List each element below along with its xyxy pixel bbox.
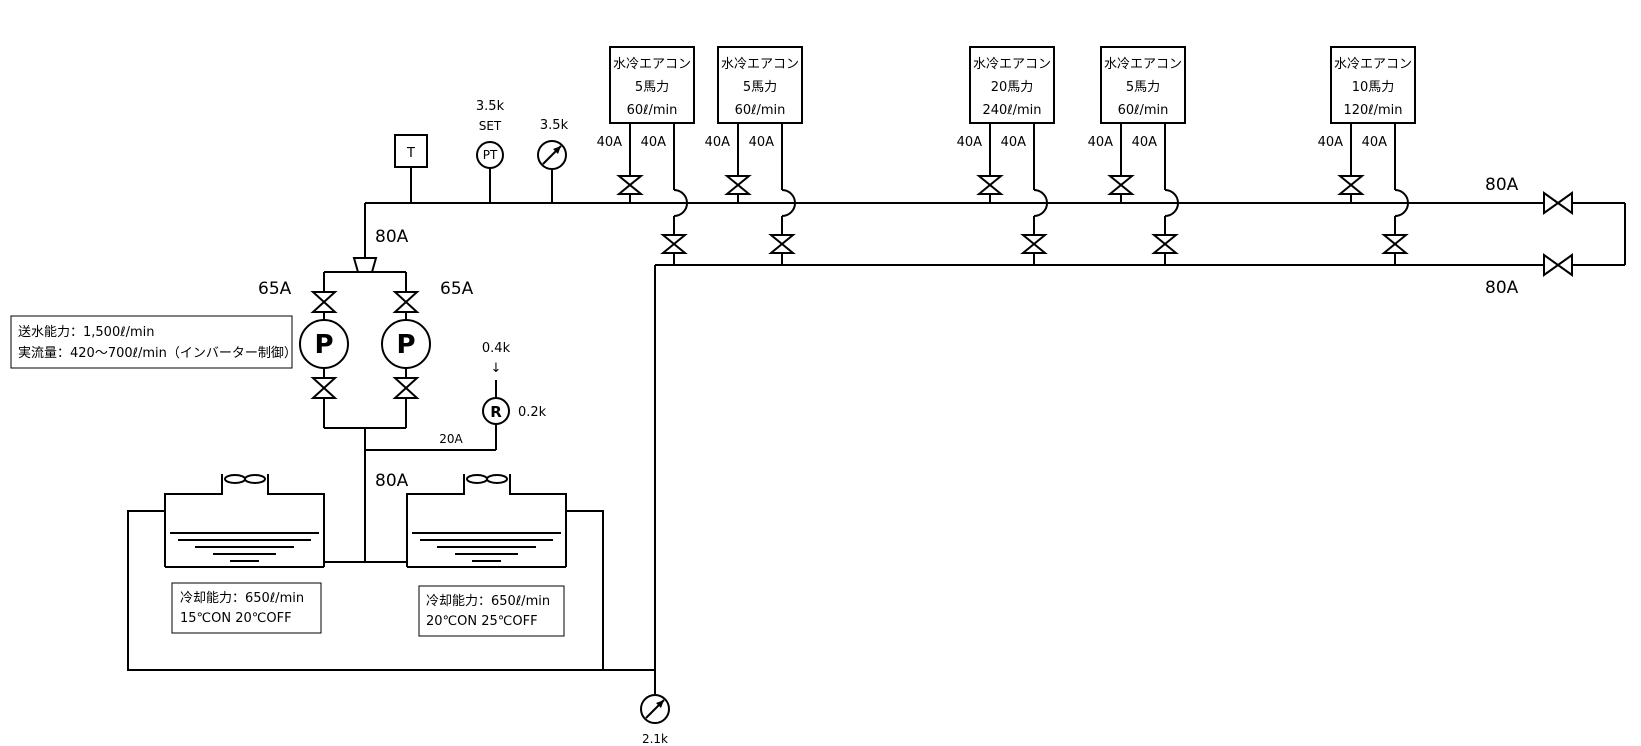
ac-unit-3: 水冷エアコン 20馬力 240ℓ/min 40A 40A [957, 46, 1055, 265]
relief-value: 0.2k [518, 405, 547, 420]
cooling-tower-2 [406, 474, 567, 568]
pump-left-size: 65A [258, 279, 292, 299]
pump-header-size: 80A [375, 227, 409, 247]
bypass-size: 20A [439, 432, 463, 446]
supply-valve [1337, 175, 1365, 195]
supply-branch-size: 40A [957, 135, 983, 150]
supply-valve [976, 175, 1004, 195]
supply-branch-size: 40A [1318, 135, 1344, 150]
supply-branch-size: 40A [705, 135, 731, 150]
svg-text:2.1k: 2.1k [642, 732, 668, 746]
ac-unit-power: 20馬力 [991, 80, 1034, 95]
ac-unit-flow: 120ℓ/min [1343, 103, 1402, 118]
ac-unit-name: 水冷エアコン [1334, 57, 1412, 72]
supply-valve [724, 175, 752, 195]
return-valve [1020, 234, 1048, 254]
return-main-size: 80A [1485, 278, 1519, 298]
supply-main-pipe [365, 202, 1626, 265]
relief-set: 0.4k [482, 341, 511, 356]
svg-text:T: T [406, 146, 415, 161]
pressure-gauge-top: 3.5k [537, 118, 569, 203]
pump-right-branch [392, 272, 420, 428]
ac-unit-name: 水冷エアコン [973, 57, 1051, 72]
cooling-tower-1 [164, 474, 325, 568]
tower-note-1: 冷却能力：650ℓ/min 15℃ON 20℃OFF [171, 582, 322, 634]
bypass-line: 20A [365, 380, 497, 451]
svg-text:P: P [314, 330, 333, 360]
pump-note-line2: 実流量：420～700ℓ/min（インバーター制御） [18, 345, 297, 361]
ac-unit-power: 5馬力 [1126, 80, 1160, 95]
svg-text:20℃ON 25℃OFF: 20℃ON 25℃OFF [426, 614, 538, 629]
pump-note-line1: 送水能力：1,500ℓ/min [18, 325, 154, 340]
ac-unit-4: 水冷エアコン 5馬力 60ℓ/min 40A 40A [1088, 46, 1186, 265]
supply-valve [1107, 175, 1135, 195]
pt-value: 3.5k [476, 99, 505, 114]
ac-unit-flow: 240ℓ/min [982, 103, 1041, 118]
tower-note-2: 冷却能力：650ℓ/min 20℃ON 25℃OFF [418, 585, 565, 637]
svg-text:15℃ON 20℃OFF: 15℃ON 20℃OFF [180, 611, 292, 626]
relief-valve: R 0.4k ↓ 0.2k [482, 341, 547, 425]
return-branch-size: 40A [1001, 135, 1027, 150]
svg-text:冷却能力：650ℓ/min: 冷却能力：650ℓ/min [426, 594, 550, 609]
check-valve [352, 257, 378, 273]
ac-units: 水冷エアコン 5馬力 60ℓ/min 40A 40A 水冷エアコン 5馬力 60ℓ/min 40… [597, 46, 1416, 265]
tank-header-size: 80A [375, 471, 409, 491]
return-valve [660, 234, 688, 254]
tower-return-loop [127, 510, 655, 671]
svg-text:PT: PT [483, 148, 498, 162]
return-valve [1151, 234, 1179, 254]
svg-text:P: P [396, 330, 415, 360]
ac-unit-name: 水冷エアコン [721, 57, 799, 72]
ac-unit-power: 5馬力 [743, 80, 777, 95]
pump-left-branch [310, 272, 338, 428]
ac-unit-power: 10馬力 [1352, 80, 1395, 95]
pump-note: 送水能力：1,500ℓ/min 実流量：420～700ℓ/min（インバーター制… [10, 315, 297, 369]
pt-set: SET [479, 119, 502, 133]
supply-valve [616, 175, 644, 195]
return-valve [1381, 234, 1409, 254]
thermometer: T [394, 134, 428, 203]
svg-text:3.5k: 3.5k [540, 118, 569, 133]
supply-branch-size: 40A [1088, 135, 1114, 150]
ac-unit-flow: 60ℓ/min [627, 103, 678, 118]
ac-unit-flow: 60ℓ/min [1118, 103, 1169, 118]
return-end-valve [1543, 253, 1573, 277]
return-main-pipe [654, 264, 1625, 694]
supply-end-valve [1543, 191, 1573, 215]
pump-left: P [299, 319, 349, 369]
ac-unit-name: 水冷エアコン [613, 57, 691, 72]
return-valve [768, 234, 796, 254]
svg-text:R: R [490, 403, 502, 421]
return-branch-size: 40A [641, 135, 667, 150]
ac-unit-2: 水冷エアコン 5馬力 60ℓ/min 40A 40A [705, 46, 803, 265]
return-branch-size: 40A [1132, 135, 1158, 150]
relief-arrow: ↓ [491, 361, 502, 376]
pump-right-size: 65A [440, 279, 474, 299]
ac-unit-flow: 60ℓ/min [735, 103, 786, 118]
pressure-gauge-bottom: 2.1k [640, 694, 670, 746]
ac-unit-name: 水冷エアコン [1104, 57, 1182, 72]
ac-unit-1: 水冷エアコン 5馬力 60ℓ/min 40A 40A [597, 46, 695, 265]
supply-branch-size: 40A [597, 135, 623, 150]
return-branch-size: 40A [749, 135, 775, 150]
pressure-transmitter: PT 3.5k SET [476, 99, 505, 203]
ac-unit-5: 水冷エアコン 10馬力 120ℓ/min 40A 40A [1318, 46, 1416, 265]
supply-main-size: 80A [1485, 175, 1519, 195]
svg-text:冷却能力：650ℓ/min: 冷却能力：650ℓ/min [180, 591, 304, 606]
return-branch-size: 40A [1362, 135, 1388, 150]
ac-unit-power: 5馬力 [635, 80, 669, 95]
pump-right: P [381, 319, 431, 369]
